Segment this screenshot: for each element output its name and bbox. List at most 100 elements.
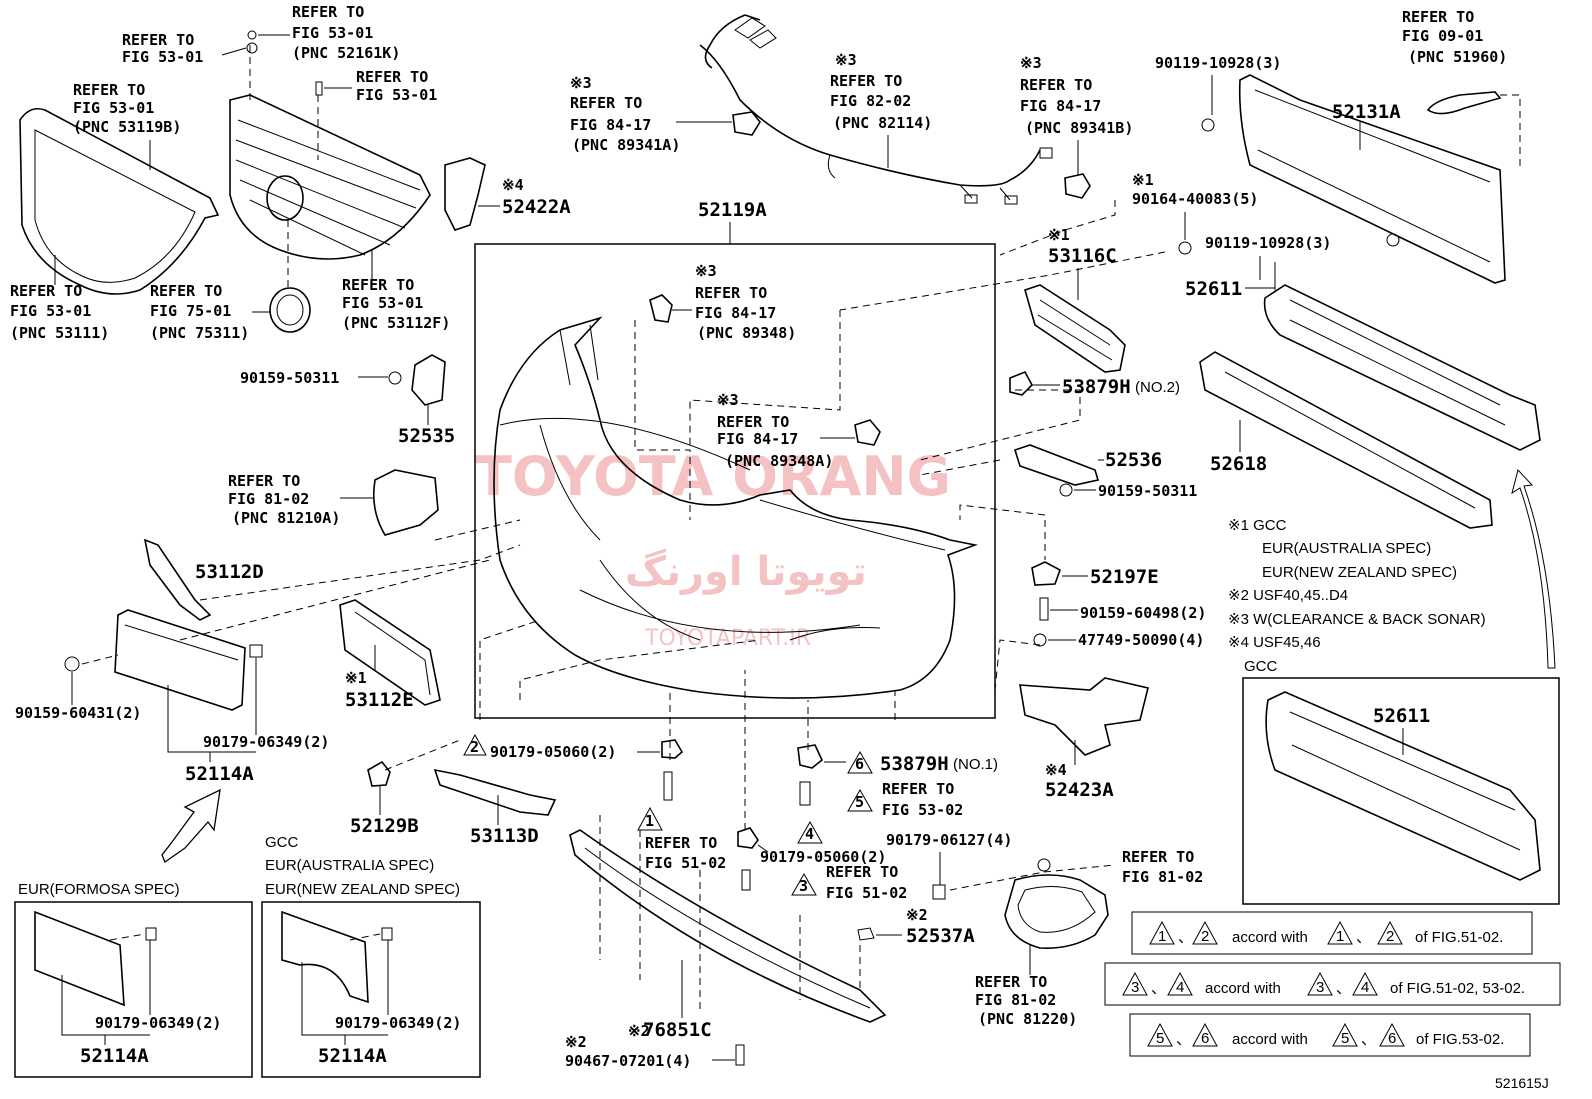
svg-text:1: 1 [1336, 928, 1344, 945]
svg-text:REFER TO: REFER TO [1122, 848, 1194, 866]
svg-text:REFER TO: REFER TO [975, 973, 1047, 991]
triangle-marker-5 [847, 788, 873, 812]
svg-text:REFER TO: REFER TO [1020, 76, 1092, 94]
svg-text:、: 、 [1336, 980, 1351, 997]
screw-icon [315, 81, 323, 96]
svg-text:※3: ※3 [835, 51, 857, 69]
svg-text:※3: ※3 [570, 74, 592, 92]
svg-text:、: 、 [1178, 929, 1193, 946]
svg-text:、: 、 [1151, 980, 1166, 997]
svg-text:FIG 51-02: FIG 51-02 [645, 854, 726, 872]
bolt-icon [1201, 118, 1215, 132]
legend-line: ※2 USF40,45..D4 [1228, 587, 1348, 604]
part-number-52131A: 52131A [1332, 101, 1401, 123]
fastener-90179-06349-b2: 90179-06349(2) [335, 1014, 461, 1032]
bolt-icon [64, 656, 80, 672]
asterisk-1: ※1 [345, 669, 367, 687]
triangle-marker-6 [847, 750, 873, 774]
bracket-53879H-icon [797, 744, 823, 769]
svg-text:5: 5 [1156, 1030, 1164, 1047]
tow-hook-icon [1426, 91, 1502, 115]
assembly-leader [479, 619, 541, 720]
svg-text:REFER TO: REFER TO [150, 282, 222, 300]
svg-text:of FIG.51-02, 53-02.: of FIG.51-02, 53-02. [1390, 980, 1525, 997]
license-plate-bracket [114, 609, 246, 711]
clip-icon [932, 884, 946, 900]
part-number-52611-gcc: 52611 [1373, 705, 1430, 727]
svg-text:※3: ※3 [717, 391, 739, 409]
legend-line: ※3 W(CLEARANCE & BACK SONAR) [1228, 611, 1486, 628]
svg-text:FIG 75-01: FIG 75-01 [150, 302, 231, 320]
fastener-90164-40083: 90164-40083(5) [1132, 190, 1258, 208]
assembly-leader [689, 310, 841, 450]
spoiler-leader [599, 815, 641, 980]
plate-bracket-formosa-icon [34, 910, 125, 1007]
variant-label-eur-nz: EUR(NEW ZEALAND SPEC) [265, 881, 460, 898]
radiator-grille [229, 94, 431, 260]
clip-52197E-icon [1031, 561, 1061, 586]
fastener-90179-06127: 90179-06127(4) [886, 831, 1012, 849]
svg-text:REFER TO: REFER TO [695, 284, 767, 302]
part-number-52119A: 52119A [698, 199, 767, 221]
fastener-47749-50090: 47749-50090(4) [1078, 631, 1204, 649]
part-number-52537A: 52537A [906, 925, 975, 947]
svg-text:FIG 53-01: FIG 53-01 [356, 86, 437, 104]
tow-hook-leader [1500, 94, 1521, 170]
fastener-90467-07201: 90467-07201(4) [565, 1052, 691, 1070]
clip-icon [249, 644, 263, 658]
screw-icon [663, 771, 673, 801]
assembly-leader [434, 519, 521, 541]
svg-text:of FIG.53-02.: of FIG.53-02. [1416, 1031, 1504, 1048]
grille-surround [19, 107, 220, 295]
bracket-53879H-no2-icon [1009, 370, 1033, 396]
svg-text:accord with: accord with [1205, 980, 1281, 997]
fastener-90159-60431: 90159-60431(2) [15, 704, 141, 722]
variant-label-eur-aus: EUR(AUSTRALIA SPEC) [265, 857, 434, 874]
part-number-53112E: 53112E [345, 689, 414, 711]
clip-icon [247, 30, 257, 40]
refer-label-5: REFER TO FIG 53-01 (PNC 53111) [10, 282, 109, 342]
bracket-53112D-icon [143, 538, 212, 621]
variant-box-gcc-absorber [1242, 677, 1560, 905]
part-number-76851C: 76851C [643, 1019, 712, 1041]
svg-text:(PNC 75311): (PNC 75311) [150, 324, 249, 342]
svg-text:REFER TO: REFER TO [830, 72, 902, 90]
fog-lamp [1004, 874, 1109, 950]
triangle-number: 4 [805, 825, 814, 843]
variant-box-gcc [261, 901, 481, 1078]
svg-text:REFER TO: REFER TO [645, 834, 717, 852]
bolt-icon [1386, 233, 1400, 247]
fastener-90179-06349: 90179-06349(2) [203, 733, 329, 751]
spoiler-leader [699, 870, 861, 1010]
refer-label-14: REFER TO FIG 81-02 (PNC 81210A) [228, 472, 340, 527]
svg-text:REFER TO: REFER TO [356, 68, 428, 86]
svg-text:、: 、 [1361, 1031, 1376, 1048]
svg-text:2: 2 [1201, 928, 1209, 945]
svg-text:(PNC 89348A): (PNC 89348A) [725, 452, 833, 470]
nut-clip-icon [737, 827, 759, 849]
triangle-number: 2 [470, 738, 479, 756]
asterisk-2: ※2 [628, 1022, 650, 1040]
fog-leader [949, 864, 1116, 891]
part-number-52197E: 52197E [1090, 566, 1159, 588]
svg-text:REFER TO: REFER TO [570, 94, 642, 112]
fastener-90159-50311-right: 90159-50311 [1098, 482, 1197, 500]
clip-icon [381, 927, 393, 941]
part-number-52114A-gcc: 52114A [318, 1045, 387, 1067]
bracket-leader [167, 685, 256, 753]
svg-text:※3: ※3 [1020, 54, 1042, 72]
svg-text:FIG 84-17: FIG 84-17 [570, 116, 651, 134]
assembly-leader [179, 559, 491, 641]
svg-text:(PNC 51960): (PNC 51960) [1408, 48, 1507, 66]
legend-line: EUR(NEW ZEALAND SPEC) [1262, 564, 1457, 581]
asterisk-1: ※1 [1048, 226, 1070, 244]
triangle-marker-3 [791, 872, 817, 896]
refer-label-9: ※3 REFER TO FIG 82-02 (PNC 82114) [830, 51, 932, 132]
svg-text:FIG 81-02: FIG 81-02 [975, 991, 1056, 1009]
refer-label-18: REFER TO FIG 81-02 [1122, 848, 1203, 886]
part-number-52422A: 52422A [502, 196, 571, 218]
svg-text:FIG 84-17: FIG 84-17 [695, 304, 776, 322]
svg-text:REFER TO: REFER TO [122, 31, 194, 49]
refer-label-4: REFER TO FIG 53-01 (PNC 53119B) [73, 81, 181, 136]
clip-icon [145, 927, 157, 941]
